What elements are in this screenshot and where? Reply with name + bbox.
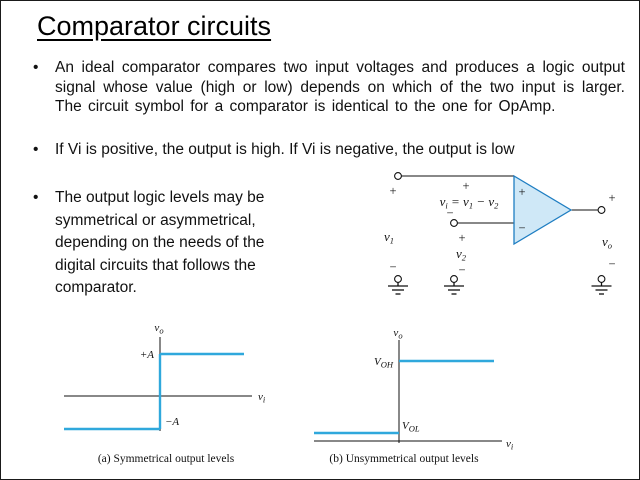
- v2-top-terminal: [450, 219, 458, 227]
- comparator-triangle: [513, 174, 573, 246]
- y-axis-label: vo: [154, 322, 163, 336]
- ground-symbol: [444, 282, 464, 295]
- ground-symbol: [388, 282, 408, 295]
- graph-a-caption: (a) Symmetrical output levels: [97, 453, 235, 465]
- minus-input-sign: −: [518, 221, 525, 235]
- x-axis-label: vi: [506, 438, 514, 452]
- v2-bottom-terminal: [450, 275, 458, 283]
- vo-label: vo: [602, 234, 612, 251]
- x-axis-label: vi: [258, 391, 266, 405]
- ground-symbol: [591, 282, 612, 295]
- bullet-item-3: • The output logic levels may be symmetr…: [33, 187, 313, 300]
- graph-b-caption: (b) Unsymmetrical output levels: [329, 453, 479, 465]
- comparator-circuit-diagram: + − + v1 − + vi = v1 − v2 − + v2 −: [384, 172, 616, 295]
- low-level-label: VOL: [402, 420, 420, 434]
- bullet-marker: •: [33, 141, 39, 158]
- vi-plus-sign: +: [462, 179, 469, 193]
- bullet-text-ideal-comparator: An ideal comparator compares two input v…: [55, 59, 625, 115]
- y-axis-label: vo: [393, 327, 402, 341]
- output-bottom-terminal: [597, 275, 606, 283]
- vi-minus-sign: −: [446, 206, 453, 220]
- bullet-text-output-polarity: If Vi is positive, the output is high. I…: [55, 141, 515, 158]
- positive-level-label: +A: [140, 349, 154, 361]
- bullet-item-2: • If Vi is positive, the output is high.…: [33, 140, 625, 160]
- negative-level-label: −A: [165, 416, 179, 428]
- v1-label: v1: [384, 229, 394, 246]
- unsymmetrical-output-graph: vo VOH VOL vi: [314, 327, 514, 452]
- high-level-label: VOH: [374, 356, 394, 370]
- v2-plus-sign: +: [458, 231, 465, 245]
- v2-minus-sign: −: [458, 263, 465, 277]
- bullet-text-logic-levels: The output logic levels may be symmetric…: [55, 189, 265, 296]
- v1-top-terminal: [394, 172, 402, 180]
- v1-plus-sign: +: [389, 184, 396, 198]
- v1-minus-sign: −: [389, 260, 396, 274]
- vo-plus-sign: +: [608, 191, 615, 205]
- bullet-item-1: • An ideal comparator compares two input…: [33, 58, 625, 117]
- bullet-marker: •: [33, 59, 39, 76]
- page-title: Comparator circuits: [37, 11, 272, 41]
- plus-input-sign: +: [518, 185, 525, 199]
- v1-bottom-terminal: [394, 275, 402, 283]
- output-terminal: [597, 206, 606, 214]
- vi-equation: vi = v1 − v2: [440, 194, 500, 211]
- v2-label: v2: [456, 246, 467, 263]
- bullet-marker: •: [33, 189, 39, 206]
- symmetrical-output-graph: vo +A −A vi: [64, 322, 266, 431]
- vo-minus-sign: −: [608, 257, 615, 271]
